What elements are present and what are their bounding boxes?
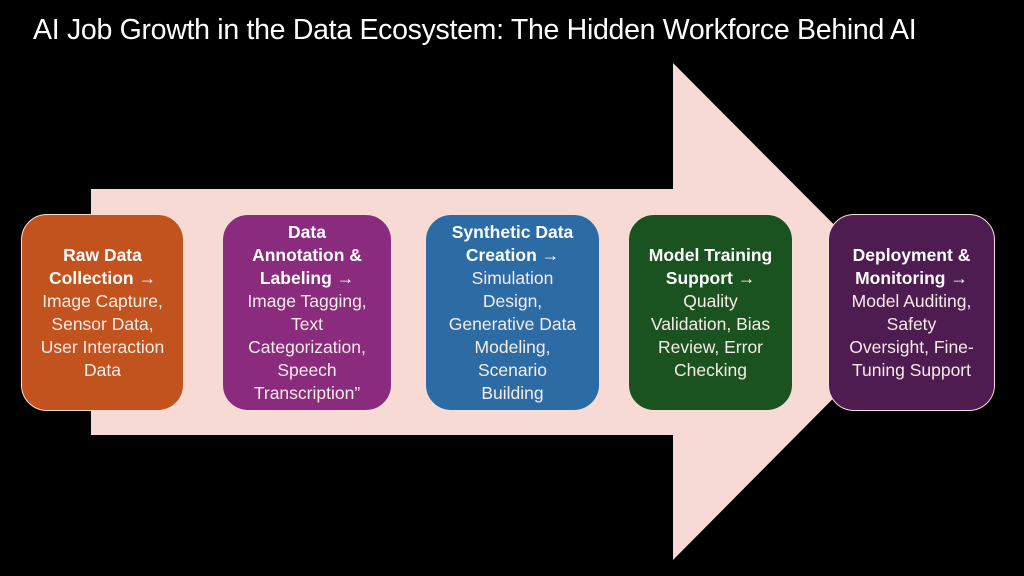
stage-tasks: Image Tagging, Text Categorization, Spee… <box>247 290 367 403</box>
stage-title: Synthetic Data Creation → <box>451 221 574 265</box>
stage-tasks: Simulation Design, Generative Data Model… <box>448 267 577 403</box>
stage-title: Raw Data Collection → <box>49 244 156 288</box>
stage-card-data-annotation-labeling: Data Annotation & Labeling → Image Taggi… <box>222 214 392 411</box>
slide-title: AI Job Growth in the Data Ecosystem: The… <box>33 14 917 46</box>
stage-title: Data Annotation & Labeling → <box>252 221 362 288</box>
stage-card-synthetic-data-creation: Synthetic Data Creation → Simulation Des… <box>425 214 600 411</box>
stage-title: Deployment & Monitoring → <box>852 244 971 288</box>
stage-card-raw-data-collection: Raw Data Collection → Image Capture, Sen… <box>21 214 184 411</box>
stage-tasks: Quality Validation, Bias Review, Error C… <box>650 290 771 380</box>
stage-title: Model Training Support → <box>648 244 773 288</box>
stage-card-deployment-monitoring: Deployment & Monitoring → Model Auditing… <box>828 214 995 411</box>
stage-tasks: Model Auditing, Safety Oversight, Fine- … <box>849 290 974 380</box>
stage-tasks: Image Capture, Sensor Data, User Interac… <box>40 290 165 380</box>
stage-card-model-training-support: Model Training Support → Quality Validat… <box>628 214 793 411</box>
